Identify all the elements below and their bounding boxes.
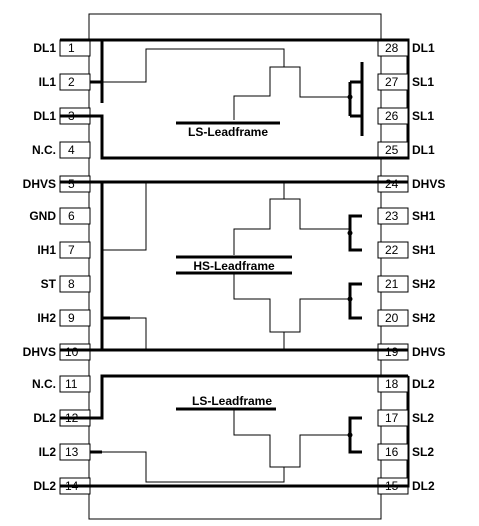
pin-name: GND: [29, 209, 56, 223]
leadframe-top: [60, 38, 410, 160]
pin-name: DL1: [33, 41, 56, 55]
right-pin-text: 28 DL1 27 SL1 26 SL1 25 DL1 24 DHVS 23 S…: [385, 41, 445, 493]
pin-name: ST: [41, 277, 57, 291]
pin-number: 13: [65, 445, 79, 459]
pin-number: 26: [385, 109, 399, 123]
left-pin-text: 1 DL1 2 IL1 3 DL1 4 N.C. 5 DHVS 6 GND 7 …: [23, 41, 79, 493]
leadframe-bottom: [60, 374, 410, 488]
pin-name: N.C.: [32, 377, 56, 391]
left-pin-column: [59, 39, 91, 495]
pin-number: 9: [68, 311, 75, 325]
pin-name: SH2: [412, 311, 436, 325]
pin-number: 28: [385, 41, 399, 55]
pin-name: DHVS: [412, 345, 445, 359]
pin-number: 24: [385, 177, 399, 191]
pin-number: 22: [385, 243, 399, 257]
pin-number: 8: [68, 277, 75, 291]
pin-name: DL1: [33, 109, 56, 123]
pin-number: 11: [65, 377, 78, 391]
pin-name: DL2: [33, 411, 56, 425]
pin-number: 18: [385, 377, 399, 391]
pin-name: SH1: [412, 243, 436, 257]
pin-name: DHVS: [23, 345, 56, 359]
pin-number: 12: [65, 411, 79, 425]
pin-number: 19: [385, 345, 399, 359]
pin-number: 2: [68, 75, 75, 89]
pin-number: 17: [385, 411, 399, 425]
bold-leads: [60, 38, 408, 488]
pin-number: 6: [68, 209, 75, 223]
pin-number: 4: [68, 143, 75, 157]
pin-name: DL2: [412, 479, 435, 493]
pin-name: SL1: [412, 75, 434, 89]
pin-name: DL2: [412, 377, 435, 391]
pin-name: IL1: [39, 75, 57, 89]
pin-number: 5: [68, 177, 75, 191]
pin-number: 25: [385, 143, 399, 157]
pin-number: 3: [68, 109, 75, 123]
pin-number: 20: [385, 311, 399, 325]
pin-number: 10: [65, 345, 79, 359]
pin-name: N.C.: [32, 143, 56, 157]
pin-name: SH1: [412, 209, 436, 223]
pin-name: IH1: [37, 243, 56, 257]
pin-name: DL1: [412, 143, 435, 157]
right-pin-column: [377, 39, 409, 495]
pin-name: IH2: [37, 311, 56, 325]
pin-number: 14: [65, 479, 79, 493]
pin-name: IL2: [39, 445, 57, 459]
pin-number: 21: [385, 277, 399, 291]
pin-name: SH2: [412, 277, 436, 291]
pin-number: 15: [385, 479, 399, 493]
pin-name: DHVS: [412, 177, 445, 191]
pin-name: DHVS: [23, 177, 56, 191]
leadframe-label-top: LS-Leadframe: [188, 125, 268, 139]
pin-name: SL2: [412, 411, 434, 425]
package-outline: [88, 13, 382, 520]
pin-number: 23: [385, 209, 399, 223]
leadframe-label-bottom: LS-Leadframe: [192, 394, 272, 408]
pin-number: 7: [68, 243, 75, 257]
leadframe-label-middle: HS-Leadframe: [193, 259, 275, 273]
pin-number: 1: [68, 41, 75, 55]
pin-name: DL1: [412, 41, 435, 55]
pin-number: 27: [385, 75, 399, 89]
pin-name: SL1: [412, 109, 434, 123]
pin-name: DL2: [33, 479, 56, 493]
leadframe-middle: [60, 180, 408, 352]
pin-name: SL2: [412, 445, 434, 459]
pin-number: 16: [385, 445, 399, 459]
